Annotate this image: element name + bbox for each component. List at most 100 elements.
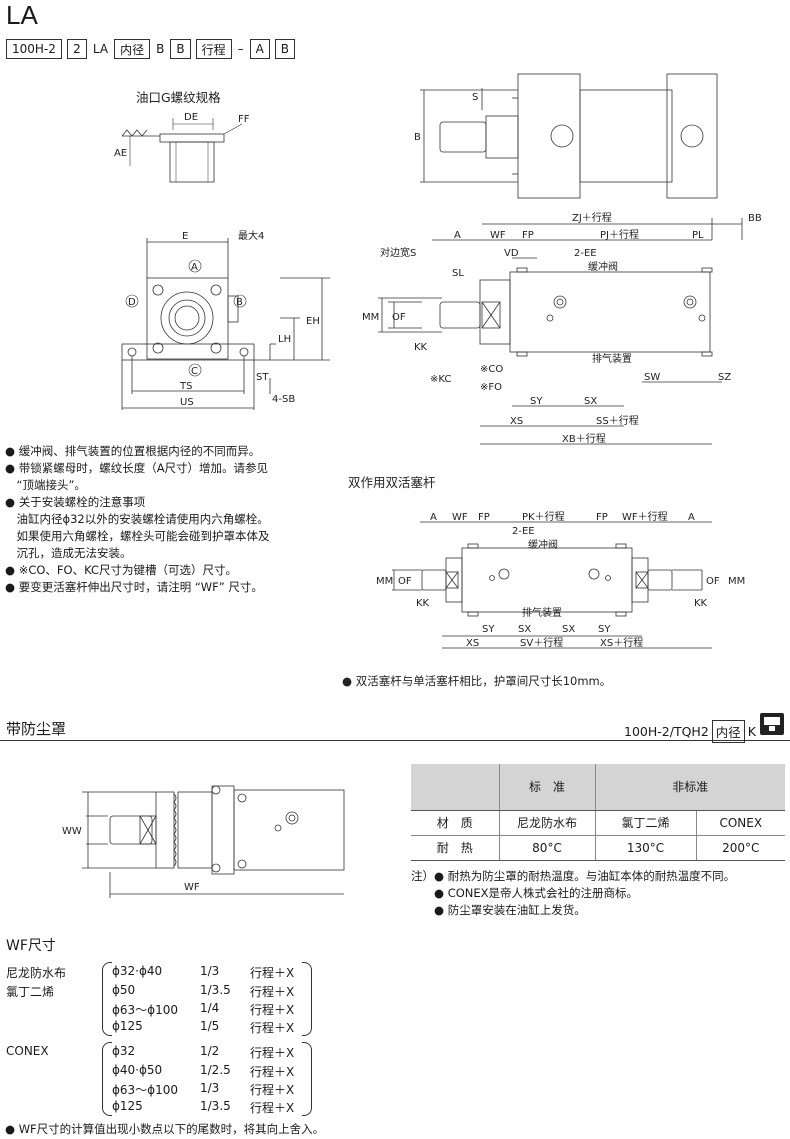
- table-note-line: ● 防尘罩安装在油缸上发货。: [411, 903, 586, 917]
- dr-fp2-label: FP: [596, 512, 608, 523]
- port-thread-diagram: 油口G螺纹规格 DE FF AE: [114, 90, 250, 183]
- side-cushion-label: 缓冲阀: [588, 260, 618, 273]
- wf-group-name: 尼龙防水布: [6, 966, 67, 980]
- port-ff-label: FF: [238, 114, 250, 125]
- dr-a2-label: A: [688, 512, 695, 523]
- table-head-standard: 标 准: [498, 764, 595, 811]
- wf-cell-formula: 行程＋X: [250, 1021, 295, 1035]
- side-kc-label: ※KC: [430, 374, 451, 385]
- wf-cell-formula: 行程＋X: [250, 966, 295, 980]
- model-code-part: 行程: [195, 39, 232, 59]
- wf-cell-ratio: 1/2: [200, 1044, 220, 1058]
- side-fo-label: ※FO: [480, 382, 502, 393]
- model-code-part: B: [274, 39, 296, 59]
- side-ee-label: 2-EE: [574, 248, 597, 259]
- wf-cell-ratio: 1/3: [200, 964, 220, 978]
- side-sx-label: SX: [584, 396, 597, 407]
- port-ae-label: AE: [114, 148, 127, 159]
- table-cell: 尼龙防水布: [498, 810, 595, 836]
- side-fp-label: FP: [522, 230, 534, 241]
- dr-mm-right-label: MM: [728, 576, 745, 587]
- wf-cell-ratio: 1/3.5: [200, 1099, 231, 1113]
- note-line: ● 缓冲阀、排气装置的位置根据内径的不同而异。: [5, 444, 261, 458]
- wf-brace: [102, 1042, 112, 1116]
- note-line: “顶端接头”。: [5, 478, 86, 492]
- side-kk-label: KK: [414, 342, 428, 353]
- side-sl-label: SL: [452, 268, 464, 279]
- table-cell: 材 质: [411, 810, 499, 836]
- dust-cover-diagram: WW WF: [62, 785, 345, 898]
- table-cell: 200°C: [695, 835, 785, 861]
- dr-sx2-label: SX: [562, 624, 575, 635]
- front-st-label: ST: [256, 372, 269, 383]
- dr-wf2-label: WF＋行程: [622, 510, 668, 523]
- dr-xs2-label: XS＋行程: [600, 636, 643, 649]
- wf-cell-bore: ϕ40·ϕ50: [112, 1063, 163, 1077]
- front-e-label: E: [182, 231, 188, 242]
- dust-code-box: 内径: [711, 720, 745, 743]
- wf-cell-formula: 行程＋X: [250, 1065, 295, 1079]
- wf-cell-formula: 行程＋X: [250, 1003, 295, 1017]
- wf-cell-ratio: 1/3.5: [200, 983, 231, 997]
- dust-code-suffix: K: [747, 724, 756, 739]
- wf-title: WF尺寸: [6, 938, 56, 954]
- note-line: ● 关于安装螺栓的注意事项: [5, 495, 146, 509]
- side-zj-label: ZJ＋行程: [572, 211, 612, 224]
- side-wf-label: WF: [490, 230, 506, 241]
- dr-vent-label: 排气装置: [522, 606, 562, 619]
- dr-a-label: A: [430, 512, 437, 523]
- side-bb-label: BB: [748, 213, 762, 224]
- wf-cell-bore: ϕ50: [112, 983, 136, 997]
- side-sy-label: SY: [530, 396, 543, 407]
- table-cell: 130°C: [594, 835, 697, 861]
- dust-ww-label: WW: [62, 826, 82, 837]
- dr-pk-label: PK＋行程: [522, 510, 565, 523]
- model-code-part: –: [237, 42, 244, 56]
- front-a-label: A: [191, 262, 198, 273]
- front-us-label: US: [180, 397, 194, 408]
- note-line: ● ※CO、FO、KC尺寸为键槽（可选）尺寸。: [5, 563, 238, 577]
- notes-left: ● 缓冲阀、排气装置的位置根据内径的不同而异。 ● 带锁紧螺母时，螺纹长度（A尺…: [5, 443, 270, 596]
- document-icon: [760, 713, 784, 735]
- port-title: 油口G螺纹规格: [136, 90, 221, 105]
- dr-xs-label: XS: [466, 638, 479, 649]
- dr-cushion-label: 缓冲阀: [528, 538, 558, 551]
- dr-wf-label: WF: [452, 512, 468, 523]
- dust-cover-model-code: 100H-2/TQH2 内径 K: [624, 720, 756, 743]
- table-note-line: 注）● 耐热为防尘罩的耐热温度。与油缸本体的耐热温度不同。: [411, 869, 736, 883]
- table-head-nonstandard: 非标准: [594, 764, 785, 811]
- note-line: ● 带锁紧螺母时，螺纹长度（A尺寸）增加。请参见: [5, 461, 269, 475]
- side-ss-label: SS＋行程: [596, 414, 639, 427]
- table-head-blank: [411, 764, 499, 811]
- model-code-part: 100H-2: [6, 39, 62, 59]
- side-sz-label: SZ: [718, 372, 731, 383]
- wf-cell-ratio: 1/5: [200, 1019, 220, 1033]
- wf-cell-formula: 行程＋X: [250, 1046, 295, 1060]
- dust-cover-material-table: 标 准 非标准 材 质 尼龙防水布 氯丁二烯 CONEX 耐 热 80°C 13…: [411, 764, 785, 861]
- page-title: LA: [6, 0, 38, 30]
- table-row: 材 质 尼龙防水布 氯丁二烯 CONEX: [411, 810, 785, 836]
- dust-cover-title: 带防尘罩: [6, 720, 67, 738]
- side-mm-label: MM: [362, 312, 379, 323]
- wf-cell-formula: 行程＋X: [250, 1083, 295, 1097]
- top-s-label: S: [472, 92, 478, 103]
- dr-kk-right-label: KK: [694, 598, 708, 609]
- front-max-label: 最大4: [238, 229, 264, 242]
- side-of-label: OF: [392, 312, 406, 323]
- side-pl-label: PL: [692, 230, 704, 241]
- wf-brace: [302, 1042, 312, 1116]
- front-lh-label: LH: [278, 334, 291, 345]
- wf-group-name: CONEX: [6, 1044, 49, 1058]
- front-d-label: D: [128, 297, 136, 308]
- dr-of-right-label: OF: [706, 576, 720, 587]
- front-ts-label: TS: [179, 381, 192, 392]
- dr-kk-label: KK: [416, 598, 430, 609]
- wf-brace: [302, 962, 312, 1036]
- double-rod-title: 双作用双活塞杆: [348, 475, 436, 490]
- side-co-label: ※CO: [480, 364, 503, 375]
- wf-cell-bore: ϕ32: [112, 1044, 136, 1058]
- dust-wf-label: WF: [184, 882, 200, 893]
- front-sb-label: 4-SB: [272, 394, 295, 405]
- dust-code-prefix: 100H-2/TQH2: [624, 724, 709, 739]
- wf-group-name: 氯丁二烯: [6, 985, 55, 999]
